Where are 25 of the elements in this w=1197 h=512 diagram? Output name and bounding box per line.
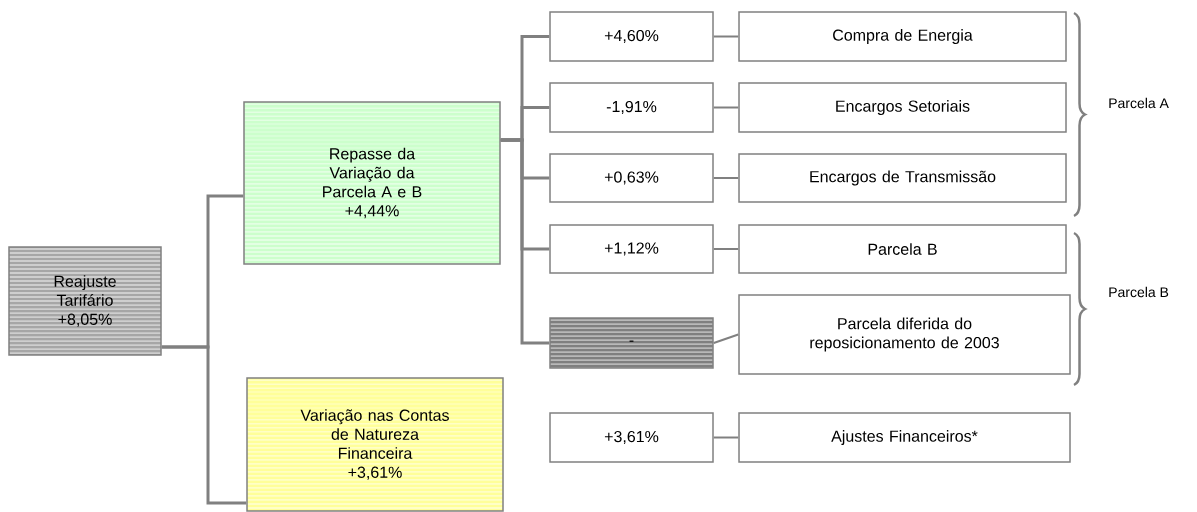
value-box: +3,61% [549,412,714,463]
connector-line [712,248,740,250]
connector-line [712,35,740,38]
value-box: +0,63% [549,153,714,203]
connector-line [712,177,740,179]
item-box: Encargos de Transmissão [738,153,1067,203]
connector-line [712,333,740,344]
item-box: Ajustes Financeiros* [738,412,1071,463]
connector-line [500,138,550,345]
connector-line [161,345,247,505]
item-box: Parcela diferida do reposicionamento de 2003 [738,294,1071,375]
summary-box: Reajuste Tarifário +8,05% [8,246,162,356]
group-label: Parcela B [1109,286,1169,298]
item-box: Encargos Setoriais [738,82,1067,133]
connector-line [712,436,740,439]
component-box: Repasse da Variação da Parcela A e B +4,44% [243,101,501,265]
value-box: +1,12% [549,224,714,274]
connector-line [712,106,740,109]
value-box: +4,60% [549,11,714,62]
value-box: -1,91% [549,82,714,133]
item-box: Compra de Energia [738,11,1067,62]
item-box: Parcela B [738,224,1067,274]
component-box: Variação nas Contas de Natureza Financeira +3,61% [246,377,504,512]
value-box: - [549,317,714,369]
group-label: Parcela A [1109,97,1169,109]
